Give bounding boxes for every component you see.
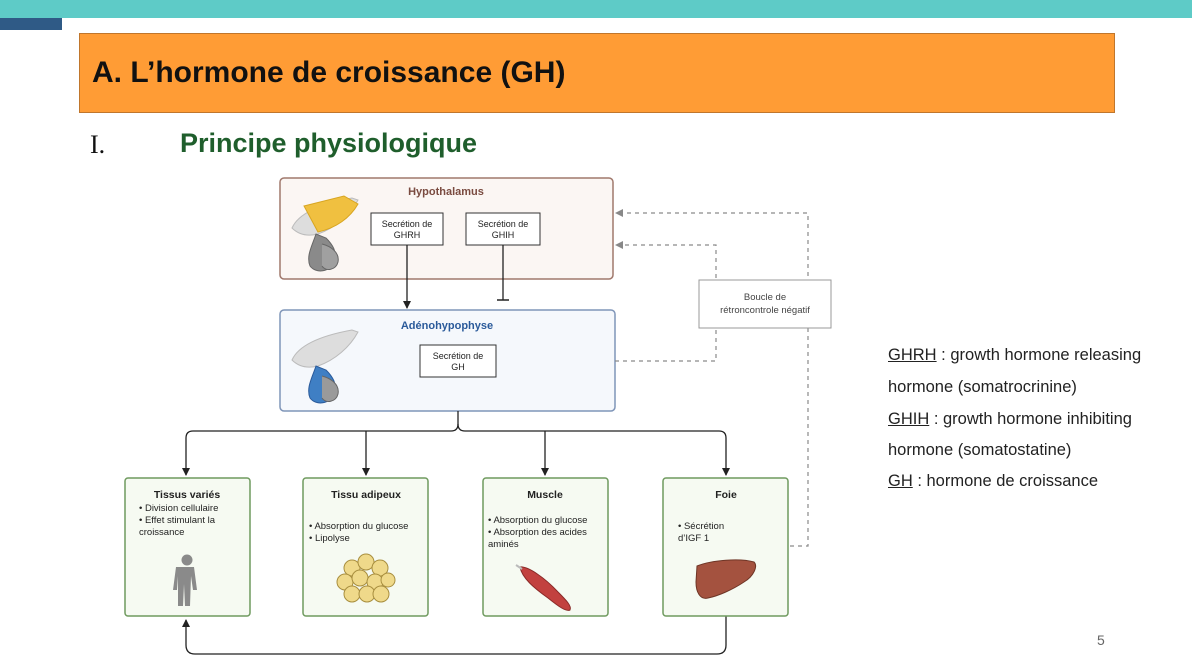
tissus-varies-line3: croissance <box>139 527 184 538</box>
gh-distribution-arrows <box>182 411 730 476</box>
hypothalamus-box <box>279 177 614 280</box>
gh-label-line2: GH <box>451 362 465 372</box>
legend-gh-def: : hormone de croissance <box>912 472 1099 490</box>
negative-feedback-lines <box>615 209 809 547</box>
ghih-label-line1: Secrétion de <box>478 219 529 229</box>
tissu-adipeux-line2: • Lipolyse <box>309 533 350 544</box>
foie-title: Foie <box>715 489 737 501</box>
legend-ghih-cont: hormone (somatostatine) <box>888 441 1072 459</box>
tissus-varies-line1: • Division cellulaire <box>139 503 218 514</box>
ghrh-secretion-box <box>370 212 444 246</box>
legend-ghih: GHIH : growth hormone inhibiting <box>888 410 1132 429</box>
hypothalamus-title: Hypothalamus <box>408 186 484 198</box>
muscle-line2: • Absorption des acides <box>488 527 587 538</box>
legend-ghrh: GHRH : growth hormone releasing <box>888 346 1141 365</box>
legend-gh-abbr: GH <box>888 472 913 490</box>
muscle-title: Muscle <box>527 489 563 501</box>
muscle-line1: • Absorption du glucose <box>488 515 587 526</box>
pituitary-icon <box>291 329 359 404</box>
ghih-secretion-box <box>465 212 541 246</box>
top-accent-tab <box>0 18 62 30</box>
adipose-cells-icon <box>336 553 396 603</box>
muscle-icon <box>515 564 571 611</box>
top-accent-bar <box>0 0 1192 18</box>
ghih-label-line2: GHIH <box>492 230 515 240</box>
gh-label-line1: Secrétion de <box>433 351 484 361</box>
legend-gh: GH : hormone de croissance <box>888 472 1098 491</box>
slide-title: A. L’hormone de croissance (GH) <box>92 56 566 89</box>
tissu-adipeux-line1: • Absorption du glucose <box>309 521 408 532</box>
legend-ghrh-abbr: GHRH <box>888 346 937 364</box>
human-body-icon <box>173 554 197 606</box>
gh-secretion-box <box>419 344 497 378</box>
ghrh-label-line1: Secrétion de <box>382 219 433 229</box>
hypothalamus-brain-icon <box>291 195 359 272</box>
adenohypophyse-title: Adénohypophyse <box>401 320 493 332</box>
legend-ghih-def: : growth hormone inhibiting <box>929 410 1132 428</box>
legend-ghih-abbr: GHIH <box>888 410 930 428</box>
ghrh-label-line2: GHRH <box>394 230 421 240</box>
muscle-line3: aminés <box>488 539 519 550</box>
feedback-label-line1: Boucle de <box>744 292 786 303</box>
tissus-varies-box <box>124 477 251 617</box>
tissus-varies-title: Tissus variés <box>154 489 221 501</box>
tissu-adipeux-box <box>302 477 429 617</box>
title-banner: A. L’hormone de croissance (GH) <box>79 33 1115 113</box>
tissu-adipeux-title: Tissu adipeux <box>331 489 401 501</box>
feedback-label-box <box>698 279 832 329</box>
legend-ghrh-cont: hormone (somatrocrinine) <box>888 378 1077 396</box>
muscle-box <box>482 477 609 617</box>
legend-ghrh-def: : growth hormone releasing <box>936 346 1142 364</box>
section-title: Principe physiologique <box>180 128 478 158</box>
feedback-label-line2: rétroncontrole négatif <box>720 305 810 316</box>
page-number: 5 <box>1097 632 1105 648</box>
foie-line1: • Sécrétion <box>678 521 724 532</box>
liver-icon <box>695 559 757 599</box>
foie-box <box>662 477 789 617</box>
igf1-return-arrow <box>182 616 727 655</box>
tissus-varies-line2: • Effet stimulant la <box>139 515 216 526</box>
foie-line2: d’IGF 1 <box>678 533 709 544</box>
section-number: I. <box>90 130 106 159</box>
